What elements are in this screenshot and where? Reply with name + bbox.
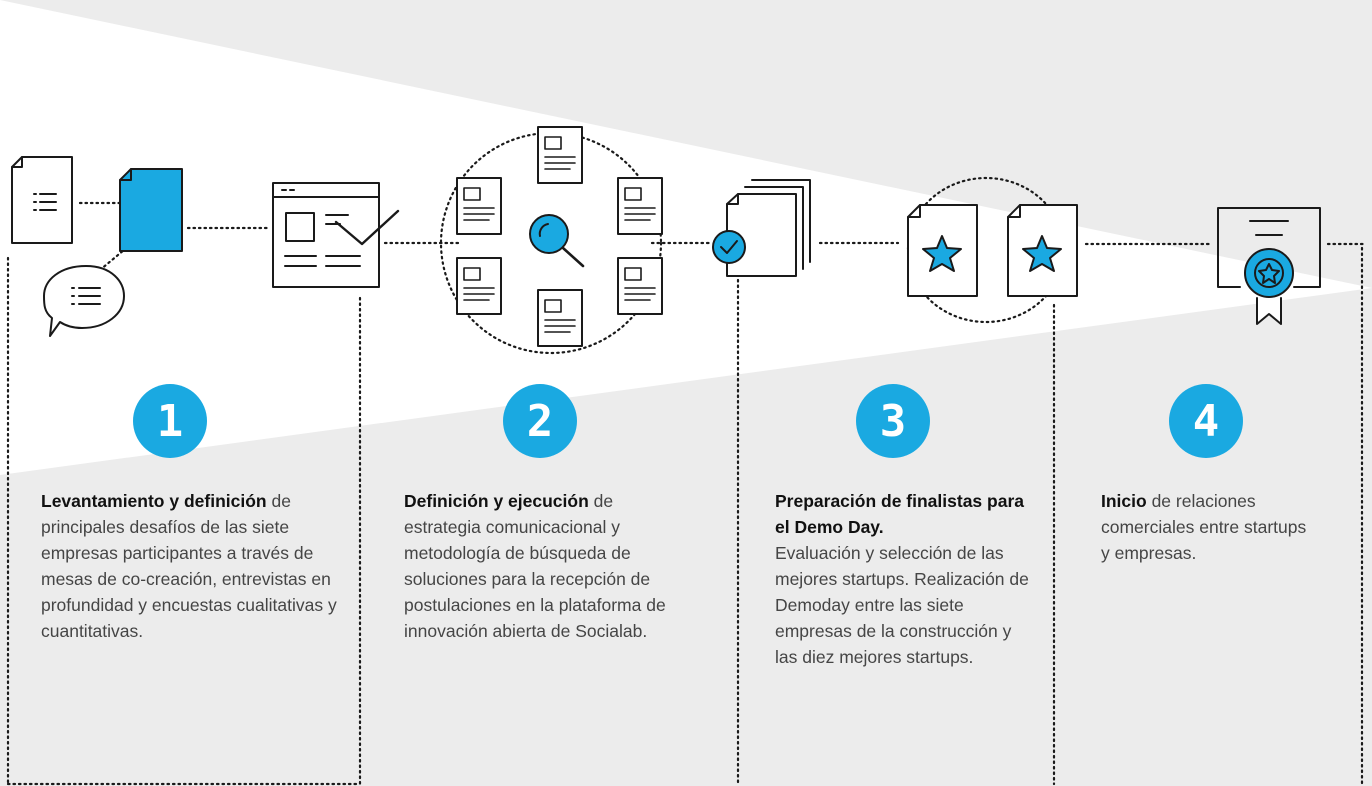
- chat-bubble-list-icon: [43, 265, 125, 337]
- step-2-description: Definición y ejecución de estrategia com…: [404, 488, 694, 644]
- step-2-body: de estrategia comunicacional y metodolog…: [404, 491, 666, 641]
- step-4-title: Inicio: [1101, 491, 1147, 511]
- step-3-description: Preparación de finalistas para el Demo D…: [775, 488, 1030, 670]
- step-1-description: Levantamiento y definición de principale…: [41, 488, 347, 644]
- step-1-body: de principales desafíos de las siete emp…: [41, 491, 337, 641]
- dotted-connectors: [6, 131, 1368, 786]
- step-3-body: Evaluación y selección de las mejores st…: [775, 543, 1029, 667]
- step-1-title: Levantamiento y definición: [41, 491, 267, 511]
- list-document-icon: [11, 156, 73, 244]
- search-network-icon: [456, 126, 663, 347]
- step-4-number-badge: 4: [1169, 384, 1243, 458]
- certificate-badge-icon: [1217, 207, 1321, 325]
- browser-window-check-icon: [272, 182, 400, 288]
- step-2-number-badge: 2: [503, 384, 577, 458]
- step-1-number-badge: 1: [133, 384, 207, 458]
- step-3-number-badge: 3: [856, 384, 930, 458]
- step-2-title: Definición y ejecución: [404, 491, 589, 511]
- step-4-description: Inicio de relaciones comerciales entre s…: [1101, 488, 1316, 566]
- stacked-documents-check-icon: [712, 179, 811, 277]
- star-documents-icon: [907, 204, 1078, 297]
- blue-document-icon: [119, 168, 183, 252]
- step-3-title: Preparación de finalistas para el Demo D…: [775, 491, 1024, 537]
- step-4-body: de relaciones comerciales entre startups…: [1101, 491, 1307, 563]
